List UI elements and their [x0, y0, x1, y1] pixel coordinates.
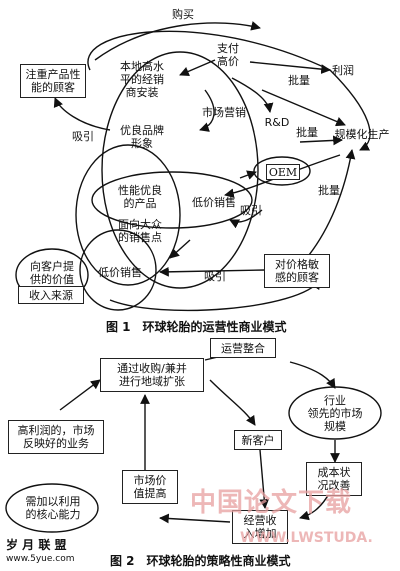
label-scale-production: 规模化生产 [334, 128, 390, 141]
arrow-oem [239, 170, 257, 180]
watermark-site-url: www.5yue.com [6, 554, 75, 564]
figure2-caption: 图 2 环球轮胎的策略性商业模式 [110, 554, 291, 568]
box-cost-improve: 成本状 况改善 [306, 462, 362, 496]
label-pay-high: 支付 高价 [217, 42, 239, 68]
arrow-f2-new-revenue [259, 449, 270, 509]
arrow-attract1 [53, 97, 111, 131]
watermark-site: 岁 月 联 盟 [6, 538, 67, 552]
arrow-scale-back [224, 154, 341, 199]
arrow-marketing [199, 89, 215, 132]
label-quality-product: 性能优良 的产品 [118, 184, 162, 210]
box-price-sensitive: 对价格敏 感的顾客 [264, 254, 330, 288]
f2-leader-ellipse [288, 386, 382, 440]
box-focus-customers: 注重产品性 能的顾客 [20, 64, 86, 98]
box-regional-expansion: 通过收购/兼并 进行地域扩张 [100, 358, 204, 392]
box-revenue-source: 收入来源 [18, 286, 84, 304]
box-oem: OEM [266, 164, 300, 180]
group-ellipse-lower [75, 144, 181, 286]
box-value-up: 市场价 值提高 [122, 470, 178, 504]
label-buy: 购买 [172, 8, 194, 21]
label-volume3: 批量 [318, 184, 340, 197]
label-marketing: 市场营销 [202, 106, 246, 119]
label-attract3: 吸引 [204, 270, 226, 283]
arrow-to-dealers [179, 59, 216, 77]
box-high-profit-business: 高利润的，市场 反映好的业务 [8, 420, 104, 454]
watermark-cn: 中国论文下载 [190, 488, 353, 518]
arrow-low-price1 [169, 239, 191, 259]
label-volume1: 批量 [288, 74, 310, 87]
label-local-dealers: 本地高水 平的经销 商安装 [120, 60, 164, 99]
box-new-customers: 新客户 [234, 430, 282, 450]
arrow-rd [231, 77, 274, 113]
label-mass-outlets: 面向大众 的销售点 [118, 218, 162, 244]
group-ellipse-middle [91, 171, 253, 229]
label-attract2: 吸引 [240, 204, 262, 217]
label-rd: R&D [264, 116, 290, 129]
arrow-f2-highprofit-expand [59, 379, 101, 411]
box-revenue-up: 经营收 入增加 [232, 510, 288, 544]
arrow-profit [249, 61, 331, 74]
arrow-buy [94, 21, 261, 61]
arrow-f2-revenue-value [159, 513, 231, 524]
arrow-attract3 [159, 266, 266, 277]
arrow-f2-integrate-leader [289, 361, 336, 389]
arrow-volume3 [304, 149, 356, 261]
group-ellipse-upper [101, 51, 259, 289]
label-value-to-customer: 向客户提 供的价值 [30, 260, 74, 286]
arrow-f2-cost-revenue [299, 491, 331, 521]
arrow-volume1 [261, 89, 346, 127]
arrow-lower-loop [109, 279, 321, 312]
figure1-caption: 图 1 环球轮胎的运营性商业模式 [106, 320, 287, 334]
watermark-url: WWW.LWSTUDA. [240, 530, 373, 546]
low-price-ellipse [79, 229, 157, 311]
box-integration: 运营整合 [210, 338, 276, 358]
arrow-f2-expand-new [209, 379, 256, 426]
arrow-attract2 [229, 209, 263, 229]
f2-core-ellipse [5, 483, 99, 533]
label-low-price1: 低价销售 [192, 196, 236, 209]
label-market-leader: 行业 领先的市场 规模 [307, 394, 363, 433]
label-brand: 优良品牌 形象 [120, 124, 164, 150]
label-volume2: 批量 [296, 126, 318, 139]
arrow-volume2 [299, 135, 343, 146]
label-low-price2: 低价销售 [98, 266, 142, 279]
label-profit: 利润 [332, 64, 354, 77]
label-core-capability: 需加以利用 的核心能力 [25, 495, 81, 521]
arrow-outer-loop [87, 30, 371, 151]
label-attract1: 吸引 [72, 130, 94, 143]
